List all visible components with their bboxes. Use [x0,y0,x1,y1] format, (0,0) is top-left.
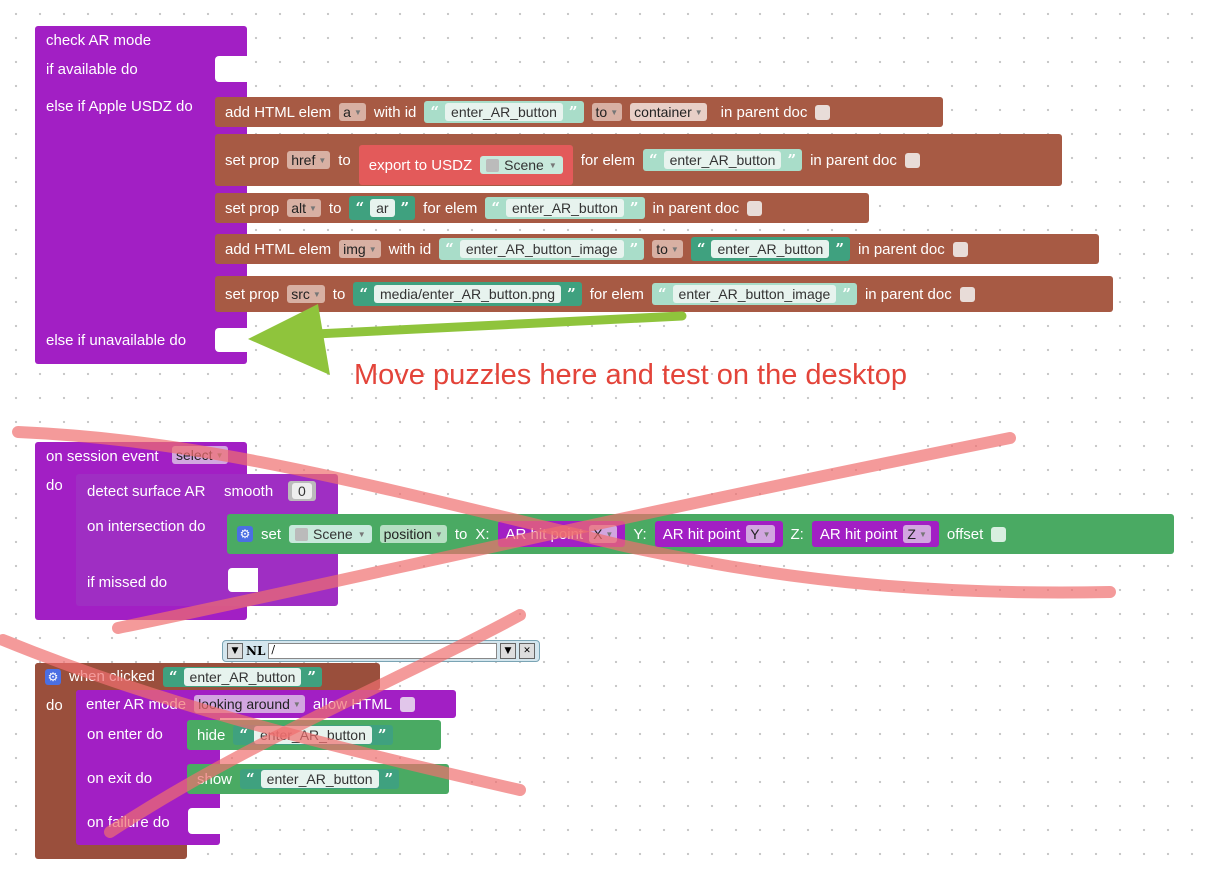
if-missed-label: if missed do [87,574,168,591]
string-block[interactable]: “enter_AR_button” [485,197,645,219]
string-block[interactable]: “enter_AR_button_image” [439,238,645,260]
to-dropdown[interactable]: to▼ [591,103,623,121]
add-html-elem-a-block[interactable]: add HTML elem a▼ with id “enter_AR_butto… [215,97,943,127]
string-block[interactable]: “enter_AR_button” [424,101,584,123]
parent-doc-checkbox[interactable] [952,241,968,257]
if-missed-slot[interactable] [228,568,258,592]
session-event-dropdown[interactable]: select▼ [172,446,228,464]
string-block[interactable]: “enter_AR_button” [233,725,393,745]
string-block[interactable]: “ar” [349,196,416,220]
detect-surface-label: detect surface AR [87,483,206,500]
set-prop-alt-block[interactable]: set prop alt▼ to “ar” for elem “enter_AR… [215,193,869,223]
close-icon[interactable]: ✕ [519,643,535,659]
nl-label: NL [246,644,266,658]
add-html-elem-img-block[interactable]: add HTML elem img▼ with id “enter_AR_but… [215,234,1099,264]
annotation-text: Move puzzles here and test on the deskto… [354,359,907,391]
on-enter-label: on enter do [87,726,163,743]
do-label: do [46,697,63,714]
parent-doc-checkbox[interactable] [747,200,763,216]
string-block[interactable]: “enter_AR_button” [240,769,400,789]
smooth-number[interactable]: 0 [288,481,316,501]
scene-object-dropdown[interactable]: Scene▼ [480,156,563,174]
widget-input[interactable]: / [268,643,497,659]
cube-icon [295,527,309,541]
elem-type-dropdown[interactable]: img▼ [339,240,381,258]
gear-icon[interactable]: ⚙ [45,668,61,685]
comment-widget[interactable]: ▼ NL / ▼ ✕ [222,640,540,662]
prop-dropdown[interactable]: src▼ [287,285,325,303]
export-usdz-block[interactable]: export to USDZ Scene▼ [358,145,573,185]
show-block[interactable]: show “enter_AR_button” [187,764,449,794]
to-dropdown[interactable]: to▼ [652,240,683,258]
parent-doc-checkbox[interactable] [815,104,831,120]
ar-mode-dropdown[interactable]: looking around▼ [194,695,305,713]
if-available-label: if available do [46,61,138,78]
else-unavailable-label: else if unavailable do [46,332,187,349]
offset-checkbox[interactable] [991,526,1007,542]
smooth-label: smooth [224,483,274,500]
when-clicked-header[interactable]: ⚙ when clicked “enter_AR_button” [35,663,380,690]
on-exit-label: on exit do [87,770,153,787]
position-dropdown[interactable]: position▼ [379,525,447,543]
enter-ar-mode-header[interactable]: enter AR mode looking around▼ allow HTML [76,690,456,718]
if-available-slot[interactable] [215,56,247,82]
else-unavailable-slot[interactable] [215,328,247,352]
check-ar-mode-block[interactable] [35,26,247,364]
string-block[interactable]: “enter_AR_button” [162,666,323,687]
on-failure-slot[interactable] [188,808,220,834]
scene-object-dropdown[interactable]: Scene▼ [289,525,372,543]
set-position-block[interactable]: ⚙ set Scene▼ position▼ to X: AR hit poin… [227,514,1174,554]
widget-dropdown-button[interactable]: ▼ [227,643,243,659]
container-dropdown[interactable]: container▼ [630,103,707,121]
else-apple-label: else if Apple USDZ do [46,98,193,115]
on-failure-label: on failure do [87,814,170,831]
do-label: do [46,477,63,494]
prop-dropdown[interactable]: href▼ [287,151,331,169]
string-block[interactable]: “media/enter_AR_button.png” [353,282,582,306]
axis-dropdown[interactable]: X▼ [589,525,618,543]
set-prop-src-block[interactable]: set prop src▼ to “media/enter_AR_button.… [215,276,1113,312]
check-ar-mode-label: check AR mode [46,32,152,49]
set-prop-href-block[interactable]: set prop href▼ to export to USDZ Scene▼ … [215,134,1062,186]
string-block[interactable]: “enter_AR_button” [690,237,850,261]
elem-type-dropdown[interactable]: a▼ [339,103,366,121]
string-block[interactable]: “enter_AR_button_image” [651,283,857,305]
parent-doc-checkbox[interactable] [959,286,975,302]
string-block[interactable]: “enter_AR_button” [642,149,803,171]
hide-block[interactable]: hide “enter_AR_button” [187,720,441,750]
cube-icon [486,158,500,172]
session-event-label: on session event [46,448,159,465]
allow-html-checkbox[interactable] [400,696,416,712]
axis-dropdown[interactable]: Z▼ [903,525,931,543]
gear-icon[interactable]: ⚙ [237,526,253,542]
axis-dropdown[interactable]: Y▼ [746,525,775,543]
parent-doc-checkbox[interactable] [904,152,920,168]
widget-dropdown-button-2[interactable]: ▼ [500,643,516,659]
prop-dropdown[interactable]: alt▼ [287,199,321,217]
on-intersection-label: on intersection do [87,518,206,535]
